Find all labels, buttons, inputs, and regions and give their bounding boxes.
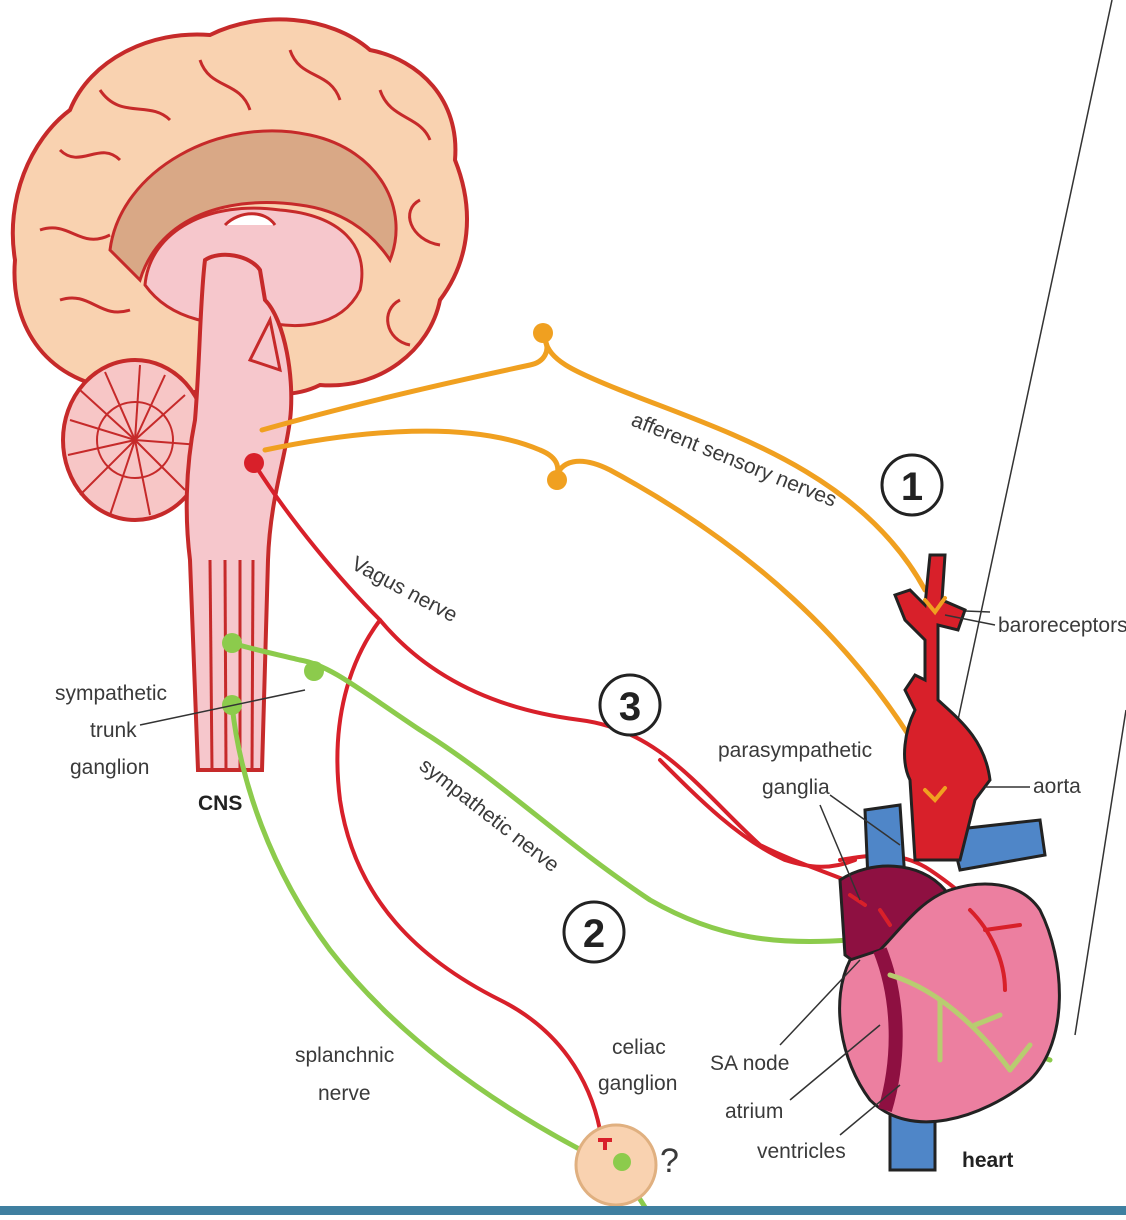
sympathetic-trunk-label-1: sympathetic [55, 682, 167, 705]
svg-text:3: 3 [619, 685, 641, 729]
baroreceptors-label: baroreceptors [998, 614, 1126, 637]
marker-1: 1 [882, 455, 942, 515]
marker-2: 2 [564, 902, 624, 962]
atrium-label: atrium [725, 1100, 783, 1123]
parasympathetic-label-2: ganglia [762, 776, 830, 799]
afferent-ganglion-1 [533, 323, 553, 343]
sympathetic-trunk-ganglion-2 [304, 661, 324, 681]
svg-text:1: 1 [901, 465, 923, 509]
afferent-ganglion-2 [547, 470, 567, 490]
marker-3: 3 [600, 675, 660, 735]
splanchnic-label-1: splanchnic [295, 1044, 394, 1067]
heart-label: heart [962, 1149, 1013, 1172]
sympathetic-trunk-ganglion-1 [222, 633, 242, 653]
sympathetic-nerve-label: sympathetic nerve [415, 754, 563, 877]
svg-text:2: 2 [583, 912, 605, 956]
bottom-strip [0, 1206, 1126, 1215]
vagus-label: Vagus nerve [348, 552, 462, 627]
cns-label: CNS [198, 792, 242, 815]
sympathetic-trunk-label-3: ganglion [70, 756, 149, 779]
aorta-label: aorta [1033, 775, 1081, 798]
celiac-label-1: celiac [612, 1036, 666, 1059]
vagus-origin [244, 453, 264, 473]
heart [840, 555, 1060, 1170]
question-mark: ? [660, 1142, 679, 1180]
parasympathetic-label-1: parasympathetic [718, 739, 872, 762]
frame-lines [940, 0, 1126, 1035]
celiac-ganglion [576, 1125, 656, 1205]
splanchnic-label-2: nerve [318, 1082, 371, 1105]
sa-node-label: SA node [710, 1052, 789, 1075]
ventricles-label: ventricles [757, 1140, 846, 1163]
sympathetic-trunk-label-2: trunk [90, 719, 137, 742]
celiac-label-2: ganglion [598, 1072, 677, 1095]
